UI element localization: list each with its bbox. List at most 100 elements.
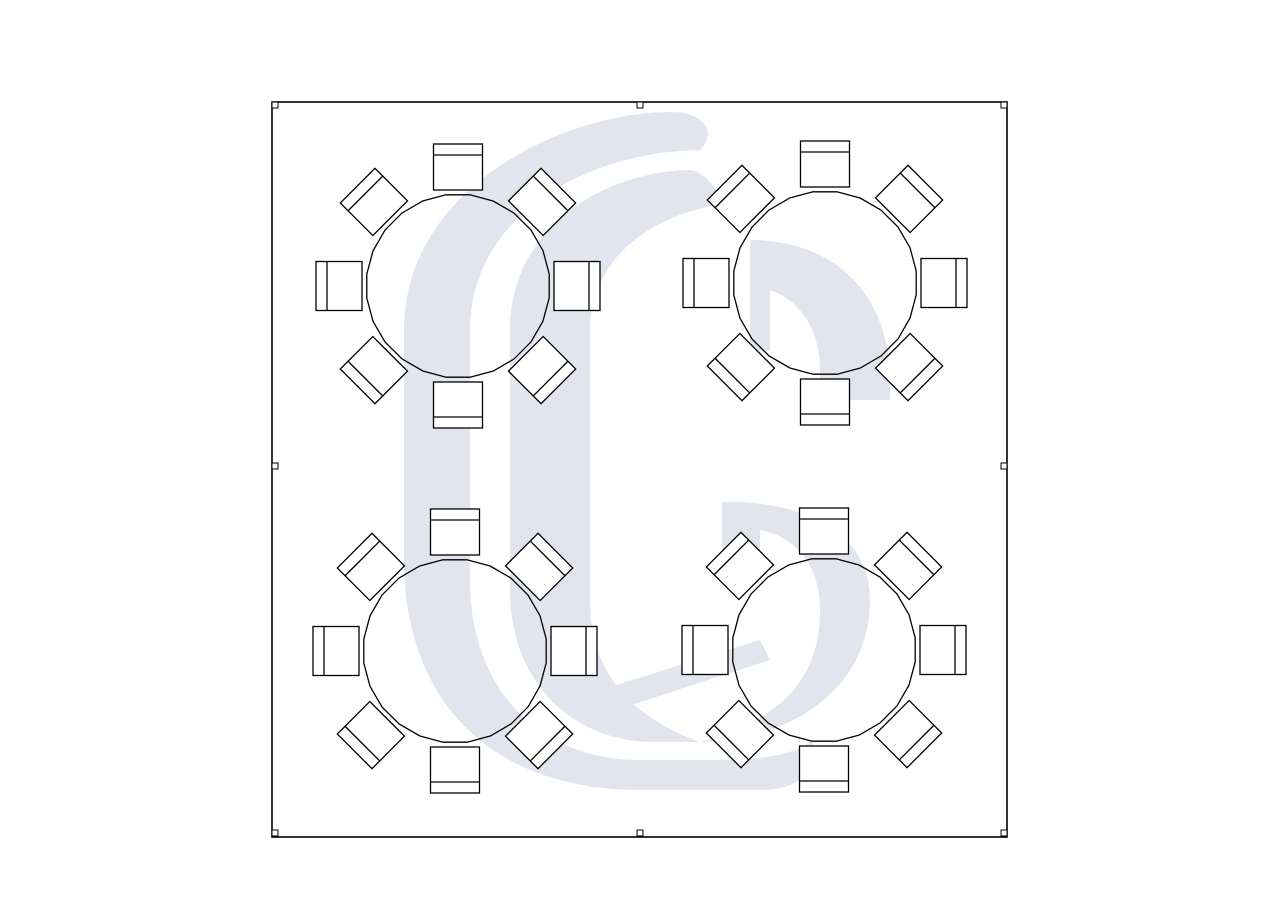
table-top[interactable] [732, 558, 916, 742]
chair-seat [432, 143, 484, 191]
resize-handle[interactable] [271, 829, 279, 837]
resize-handle[interactable] [636, 101, 644, 109]
chair-seat [682, 257, 730, 309]
chair-back [898, 539, 935, 576]
chair-seat [336, 532, 406, 602]
chair-back [898, 724, 935, 761]
chair[interactable] [553, 260, 601, 312]
resize-handle[interactable] [271, 101, 279, 109]
table-top[interactable] [366, 194, 550, 378]
chair-back [714, 357, 751, 394]
chair-seat [873, 699, 943, 769]
chair-back [347, 360, 384, 397]
chair[interactable] [799, 140, 851, 188]
resize-handle[interactable] [636, 829, 644, 837]
tables-layer [312, 140, 968, 794]
chair-seat [315, 260, 363, 312]
chair-back [347, 175, 384, 212]
chair[interactable] [682, 257, 730, 309]
chair-back [713, 724, 750, 761]
chair-seat [429, 746, 481, 794]
chair[interactable] [315, 260, 363, 312]
chair-seat [874, 332, 944, 402]
chair[interactable] [874, 164, 944, 234]
chair[interactable] [504, 532, 574, 602]
chair-seat [681, 624, 729, 676]
chair-seat [799, 140, 851, 188]
selection-handles[interactable] [271, 101, 1008, 837]
chair[interactable] [507, 167, 577, 237]
round-table-4[interactable] [681, 507, 967, 793]
chair[interactable] [873, 699, 943, 769]
chair[interactable] [919, 624, 967, 676]
chair-back [344, 540, 381, 577]
chair[interactable] [429, 508, 481, 556]
chair-seat [799, 378, 851, 426]
chair-seat [312, 625, 360, 677]
chair[interactable] [550, 625, 598, 677]
chair-seat [432, 381, 484, 429]
chair[interactable] [336, 532, 406, 602]
chair[interactable] [429, 746, 481, 794]
resize-handle[interactable] [1000, 462, 1008, 470]
chair[interactable] [706, 332, 776, 402]
chair-seat [339, 167, 409, 237]
chair-seat [553, 260, 601, 312]
chair[interactable] [873, 531, 943, 601]
chair-seat [705, 699, 775, 769]
logo-watermark-icon [404, 112, 890, 790]
chair[interactable] [312, 625, 360, 677]
chair[interactable] [507, 335, 577, 405]
chair[interactable] [681, 624, 729, 676]
chair-back [344, 725, 381, 762]
round-table-3[interactable] [312, 508, 598, 794]
resize-handle[interactable] [1000, 829, 1008, 837]
chair-seat [550, 625, 598, 677]
chair-seat [706, 332, 776, 402]
chair-back [529, 540, 566, 577]
chair-seat [798, 507, 850, 555]
chair[interactable] [432, 143, 484, 191]
chair[interactable] [504, 700, 574, 770]
resize-handle[interactable] [1000, 101, 1008, 109]
chair-seat [874, 164, 944, 234]
chair-seat [920, 257, 968, 309]
chair-seat [873, 531, 943, 601]
chair-back [532, 175, 569, 212]
chair-seat [507, 167, 577, 237]
chair-back [899, 172, 936, 209]
chair-back [529, 725, 566, 762]
chair[interactable] [706, 164, 776, 234]
round-table-2[interactable] [682, 140, 968, 426]
chair[interactable] [339, 167, 409, 237]
chair-seat [336, 700, 406, 770]
resize-handle[interactable] [271, 462, 279, 470]
chair[interactable] [874, 332, 944, 402]
chair[interactable] [798, 507, 850, 555]
chair[interactable] [920, 257, 968, 309]
chair[interactable] [705, 699, 775, 769]
chair[interactable] [432, 381, 484, 429]
chair-back [714, 172, 751, 209]
table-top[interactable] [363, 559, 547, 743]
chair-seat [429, 508, 481, 556]
round-table-1[interactable] [315, 143, 601, 429]
chair[interactable] [336, 700, 406, 770]
chair-seat [798, 745, 850, 793]
chair[interactable] [339, 335, 409, 405]
table-top[interactable] [733, 191, 917, 375]
chair-back [713, 539, 750, 576]
chair-seat [919, 624, 967, 676]
chair-back [532, 360, 569, 397]
chair-seat [339, 335, 409, 405]
chair-seat [705, 531, 775, 601]
chair[interactable] [705, 531, 775, 601]
chair[interactable] [799, 378, 851, 426]
chair[interactable] [798, 745, 850, 793]
chair-seat [504, 532, 574, 602]
chair-seat [507, 335, 577, 405]
chair-back [899, 357, 936, 394]
chair-seat [504, 700, 574, 770]
chair-seat [706, 164, 776, 234]
